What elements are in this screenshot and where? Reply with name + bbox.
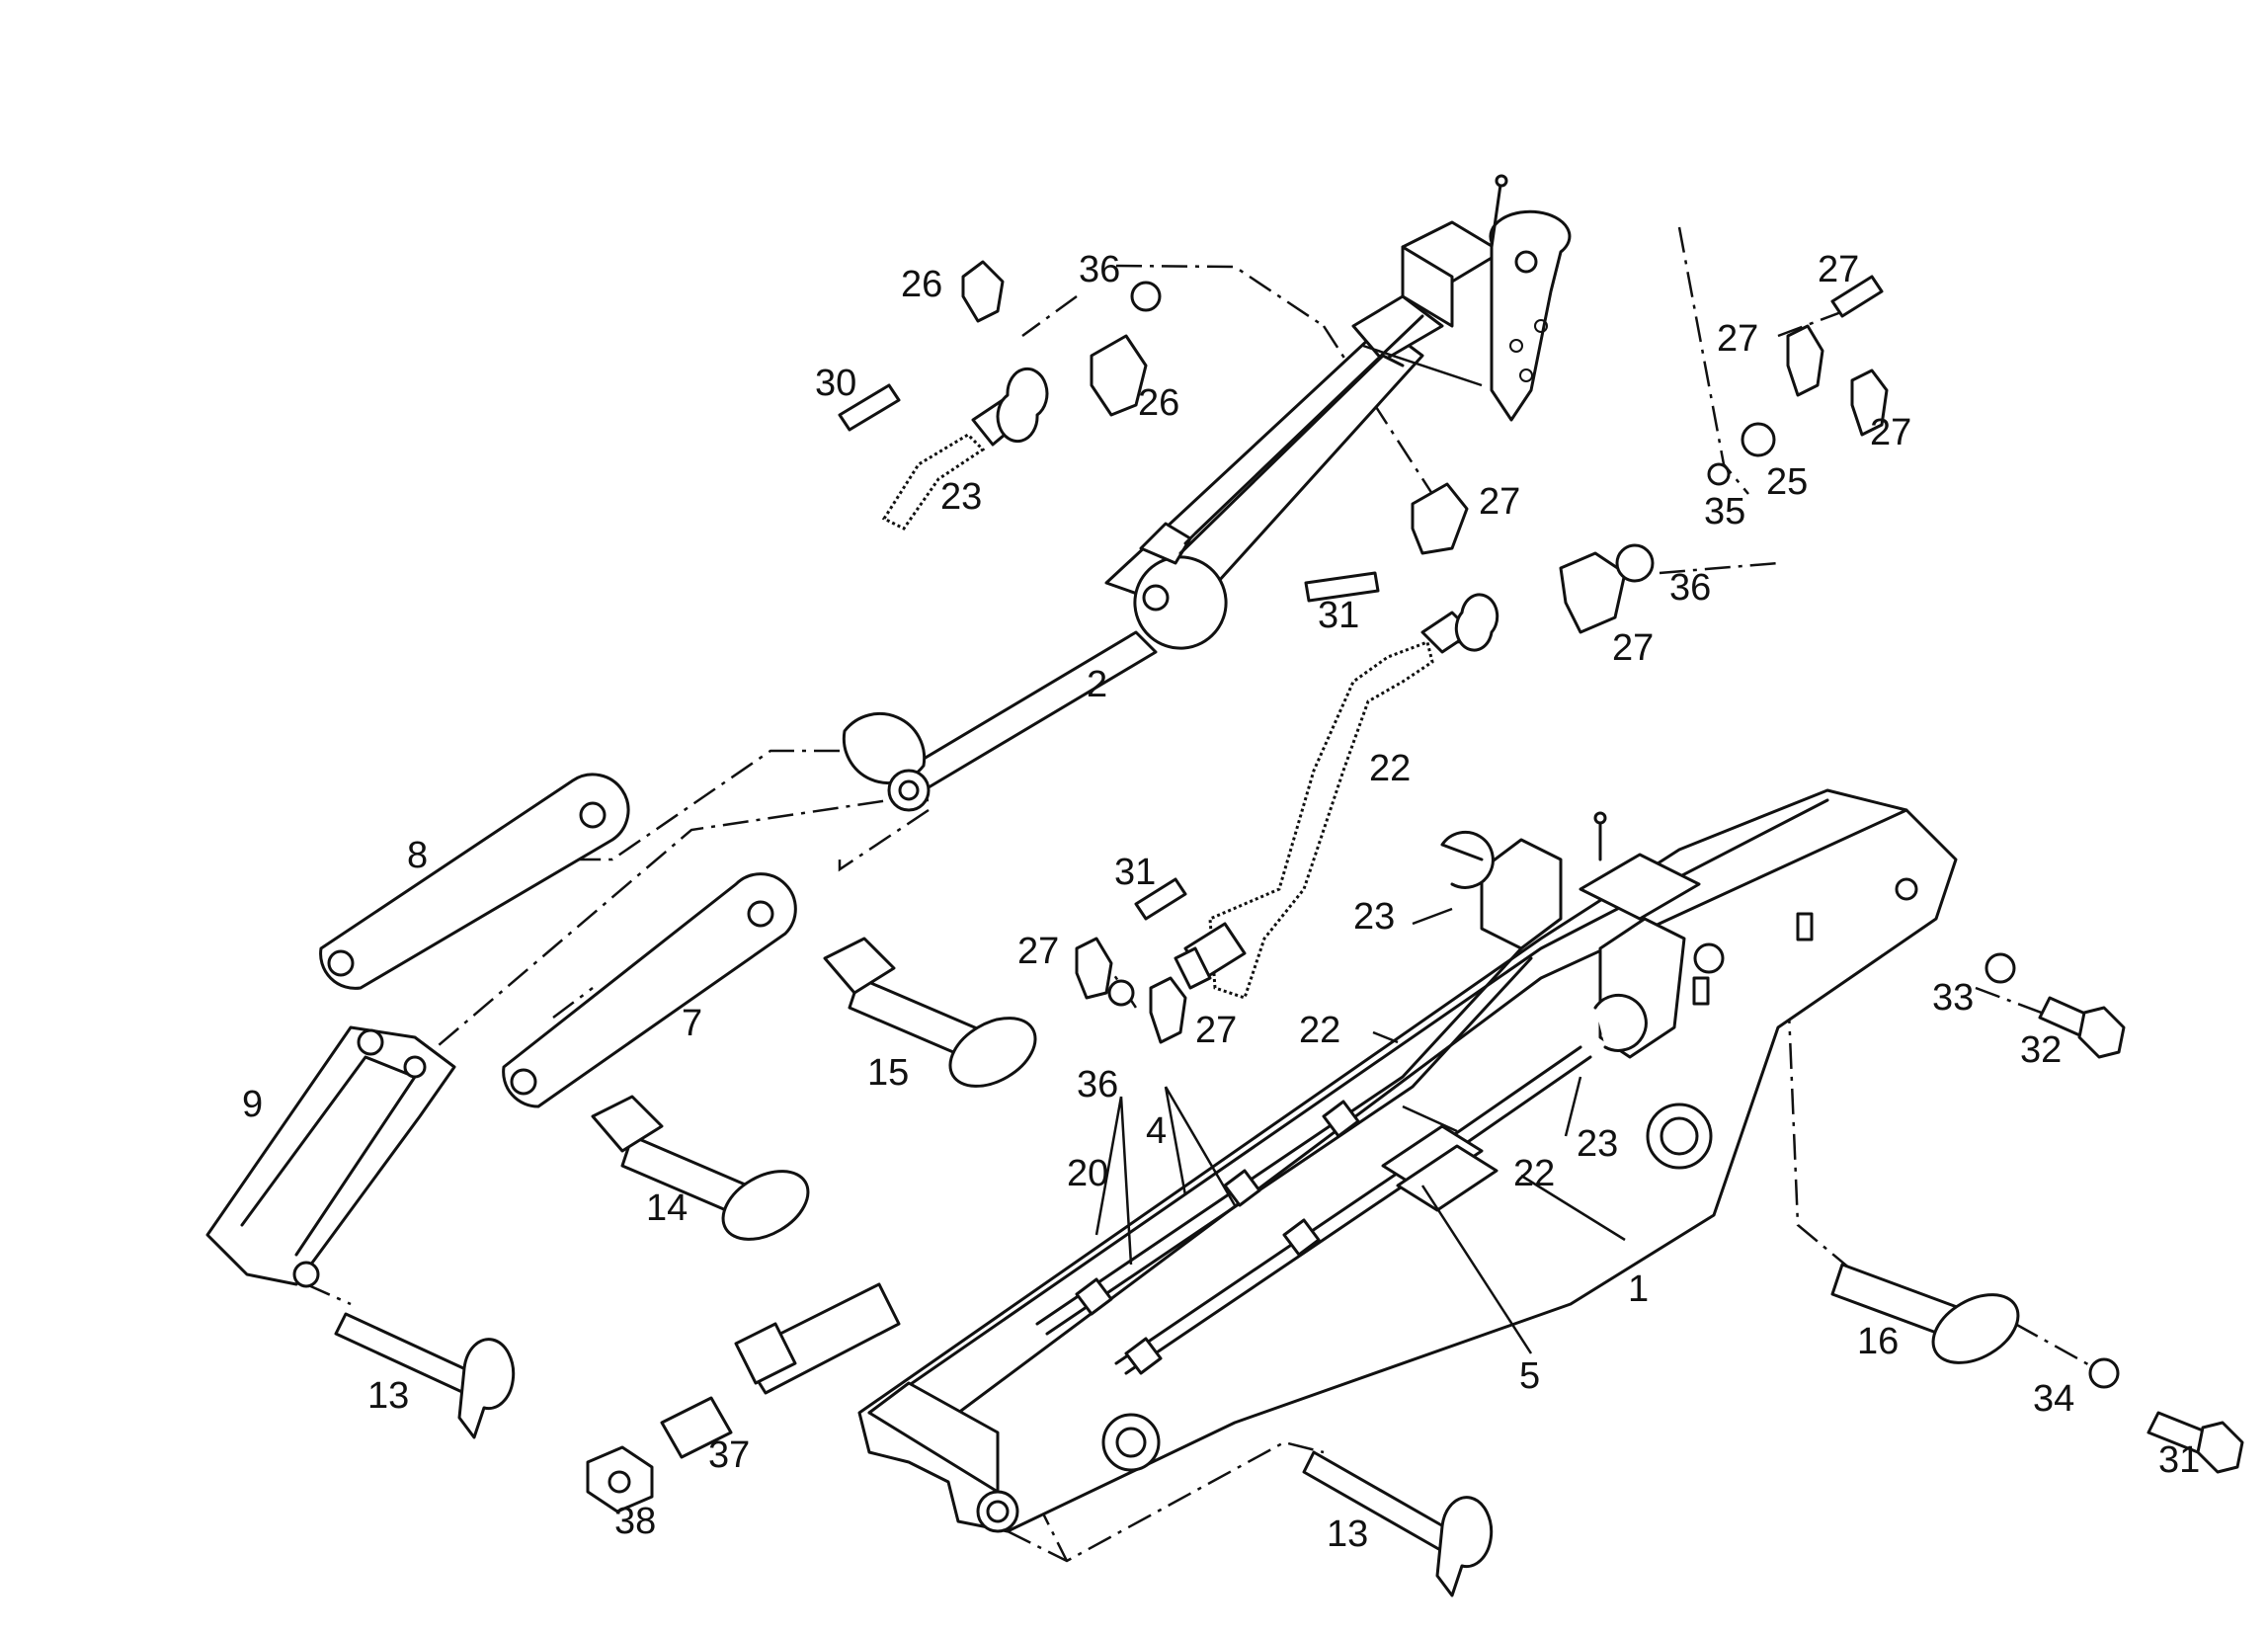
callout-22-upper: 22 <box>1369 748 1411 789</box>
callout-27-b: 27 <box>1612 627 1654 669</box>
callout-26-upper: 26 <box>901 264 942 305</box>
callout-2: 2 <box>1087 664 1107 705</box>
callout-34: 33 <box>1932 977 1974 1019</box>
callout-23-right: 23 <box>1577 1123 1618 1165</box>
callout-31-lower: 31 <box>1114 852 1156 893</box>
callout-30: 30 <box>815 363 856 404</box>
callout-36-upper: 35 <box>1704 491 1745 532</box>
link-frame-9 <box>205 1025 456 1288</box>
bolt-32 <box>2146 1411 2244 1474</box>
callout-5: 5 <box>1519 1355 1540 1397</box>
pin-16 <box>1830 1263 2020 1364</box>
callout-22-middle: 22 <box>1299 1010 1340 1051</box>
callout-13-bottom: 13 <box>1327 1513 1368 1555</box>
washer-34 <box>1984 952 2016 984</box>
callout-9: 9 <box>242 1084 263 1125</box>
callout-1: 1 <box>1628 1268 1649 1310</box>
pin-13-lower-left <box>334 1312 516 1439</box>
callout-33: 32 <box>2020 1029 2062 1071</box>
callout-23-middle: 23 <box>1353 896 1395 938</box>
link-7 <box>502 872 797 1108</box>
pin-13-bottom <box>1302 1450 1494 1597</box>
callout-27-c: 27 <box>1717 318 1758 360</box>
callout-14: 14 <box>646 1187 688 1229</box>
callout-23-upper: 23 <box>940 476 982 518</box>
callout-labels: 1 2 4 5 7 8 9 13 13 14 15 16 20 22 22 22… <box>242 249 2200 1555</box>
callout-27-d: 27 <box>1870 412 1911 453</box>
pin-15 <box>823 937 1037 1088</box>
washer-35 <box>2088 1357 2120 1389</box>
callout-36-middle: 36 <box>1669 567 1711 609</box>
leader-lines <box>1094 344 1626 1354</box>
callout-20: 20 <box>1067 1153 1108 1194</box>
callout-27-a: 27 <box>1479 481 1520 523</box>
callout-25: 25 <box>1766 461 1808 503</box>
callout-36-lower: 36 <box>1077 1064 1118 1105</box>
callout-31-middle: 31 <box>1318 595 1359 636</box>
callout-38: 37 <box>708 1434 750 1476</box>
callout-37: 36 <box>1079 249 1120 290</box>
bolt-33 <box>2038 996 2126 1059</box>
hydraulic-hose-22-upper <box>1174 593 1499 1000</box>
pin-14 <box>591 1095 810 1241</box>
callout-13-left: 13 <box>367 1375 409 1417</box>
callout-27-e: 27 <box>1017 931 1059 972</box>
hydraulic-hose-23-boom <box>1440 830 1648 1052</box>
fitting-body <box>734 1282 901 1395</box>
bolts-and-washers <box>838 275 1884 1007</box>
callout-31-upper: 27 <box>1818 249 1859 290</box>
callout-39: 38 <box>614 1501 656 1542</box>
callout-35: 34 <box>2033 1378 2074 1420</box>
nipple-38 <box>660 1396 733 1459</box>
link-8 <box>319 773 630 990</box>
callout-27-f: 27 <box>1195 1010 1237 1051</box>
callout-16: 16 <box>1857 1321 1899 1362</box>
hydraulic-hose-23-upper <box>881 367 1049 531</box>
callout-7: 7 <box>682 1003 702 1044</box>
nut-39 <box>586 1445 654 1513</box>
callout-4: 4 <box>1146 1110 1167 1152</box>
callout-22-right: 22 <box>1513 1153 1555 1194</box>
callout-15: 15 <box>867 1052 909 1094</box>
callout-26-lower: 26 <box>1138 382 1179 424</box>
hydraulic-cylinder <box>842 174 1572 812</box>
callout-8: 8 <box>407 835 428 876</box>
clamp-halves <box>961 260 1889 1044</box>
hydraulic-pipes <box>1035 946 1592 1375</box>
callout-32: 31 <box>2158 1439 2200 1481</box>
